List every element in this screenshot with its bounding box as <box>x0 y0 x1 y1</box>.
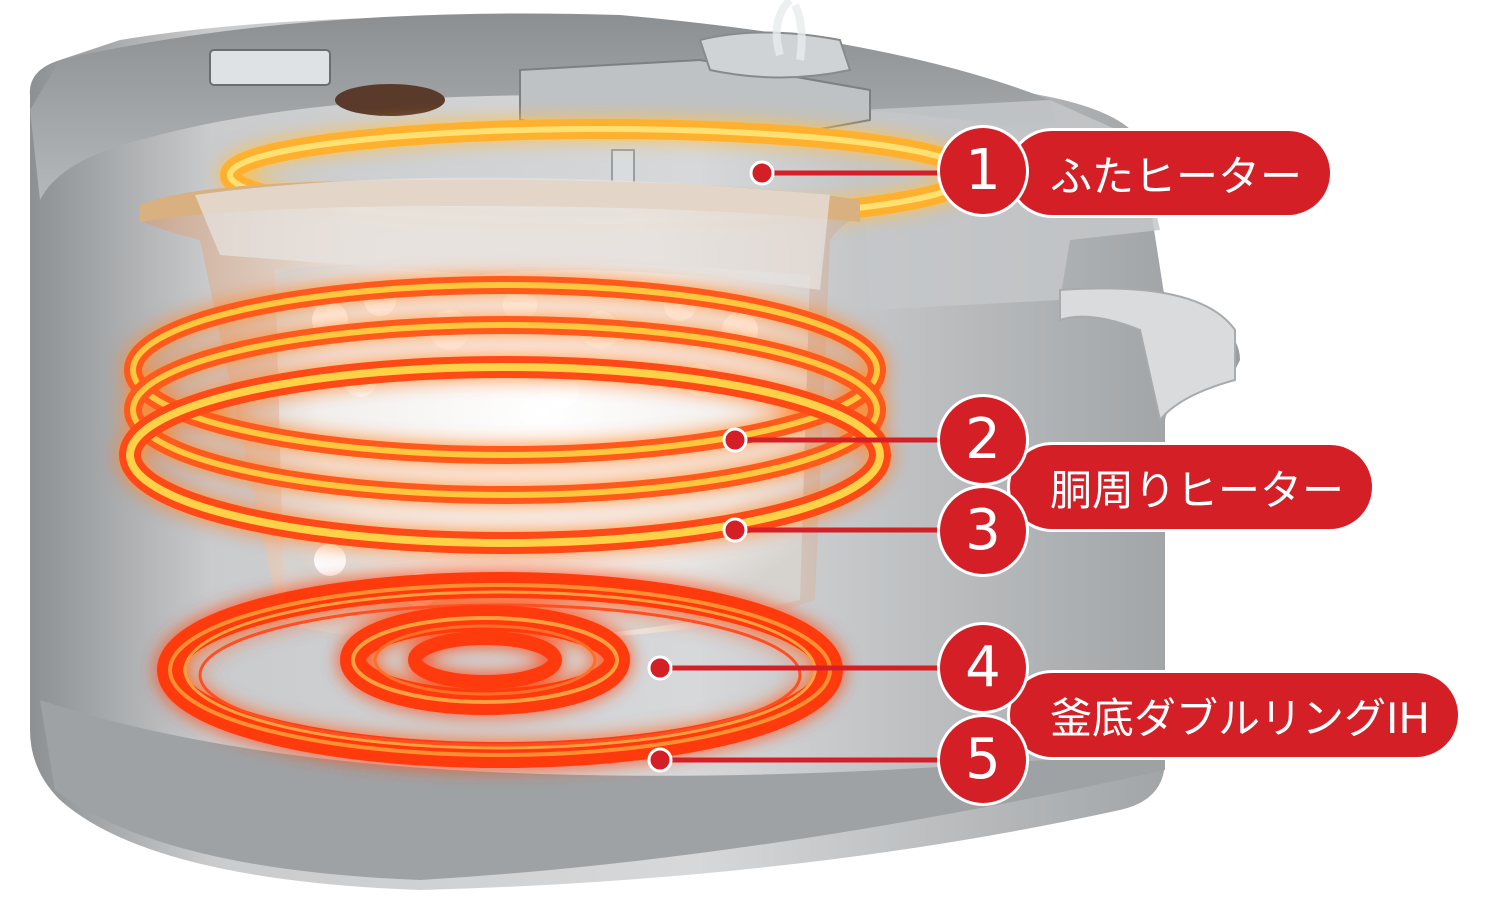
steam-wisp <box>772 0 806 61</box>
body-heater-rings <box>119 276 891 554</box>
label-bottom-ih: 釜底ダブルリングIH <box>1010 673 1458 757</box>
leader-dots <box>647 160 775 773</box>
inner-lid-plate <box>195 177 830 290</box>
handle <box>1059 287 1236 423</box>
status-light <box>335 84 445 116</box>
label-body-heater: 胴周りヒーター <box>1010 445 1373 529</box>
leader-lines <box>660 170 945 763</box>
badge-1: 1 <box>940 128 1026 214</box>
badge-3: 3 <box>940 488 1026 574</box>
label-lid-heater: ふたヒーター <box>1010 131 1331 215</box>
label-bottom-ih-text: 釜底ダブルリングIH <box>1050 693 1430 743</box>
label-lid-heater-text: ふたヒーター <box>1050 151 1303 201</box>
base-band <box>40 700 1165 880</box>
display-panel <box>209 49 331 86</box>
label-body-heater-text: 胴周りヒーター <box>1050 465 1345 515</box>
badge-2: 2 <box>940 397 1026 483</box>
steam-cap <box>698 31 852 79</box>
badge-4: 4 <box>940 625 1026 711</box>
badge-5: 5 <box>940 717 1026 803</box>
